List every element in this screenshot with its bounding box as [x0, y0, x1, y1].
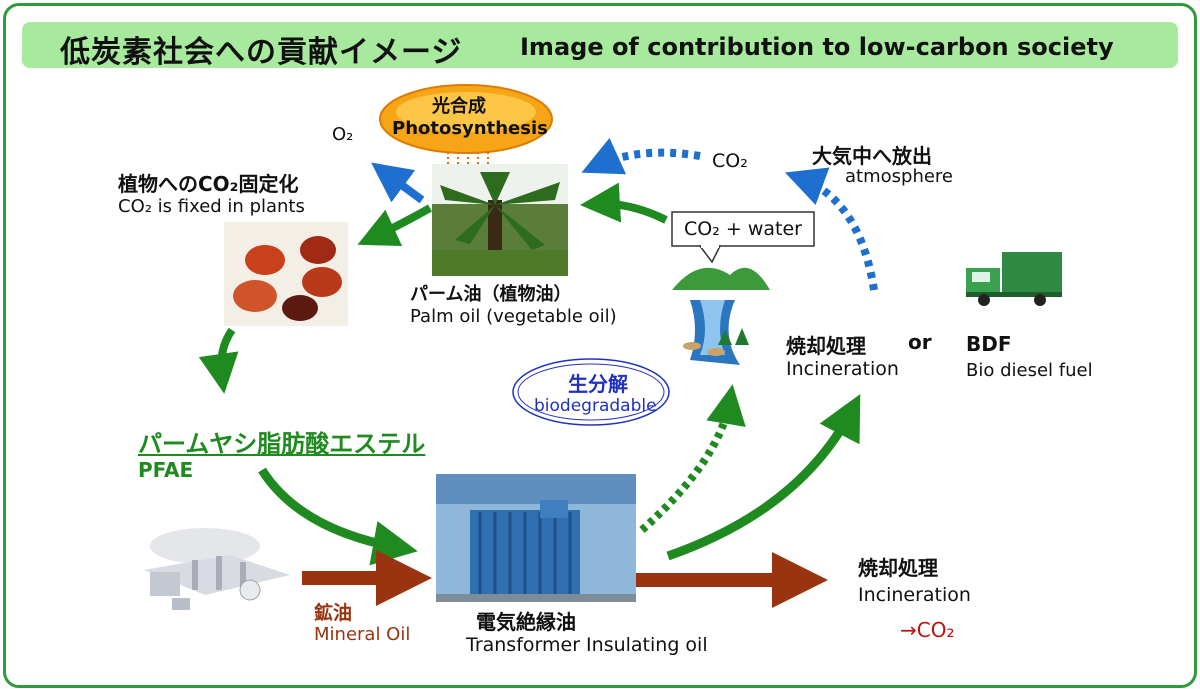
palm-tree-image — [432, 164, 568, 276]
incineration-right-en-label: Incineration — [786, 358, 899, 380]
photosynthesis-jp-label: 光合成 — [432, 96, 486, 117]
title-japanese: 低炭素社会への貢献イメージ — [60, 35, 463, 70]
atmosphere-en-label: atmosphere — [845, 166, 953, 187]
bdf-en-label: Bio diesel fuel — [966, 360, 1093, 381]
truck-image — [966, 252, 1062, 306]
photosynthesis-bubble — [379, 84, 553, 168]
co2-result-label: →CO₂ — [900, 618, 955, 642]
fruit-to-pfae-arrow — [198, 327, 239, 394]
photosynthesis-en-label: Photosynthesis — [392, 118, 548, 139]
factory-image — [144, 528, 290, 610]
diagram-frame — [3, 3, 1197, 688]
co2-water-callout — [671, 211, 815, 264]
pfae-to-transformer-arrow — [258, 467, 418, 566]
co2-water-label: CO₂ + water — [684, 218, 802, 240]
mineral-oil-en-label: Mineral Oil — [314, 624, 411, 645]
pfae-en-label: PFAE — [138, 458, 194, 482]
palm-fruit-image — [224, 222, 348, 326]
incineration-bottom-jp-label: 焼却処理 — [858, 556, 938, 580]
bdf-label: BDF — [966, 332, 1012, 356]
transformer-en-label: Transformer Insulating oil — [466, 634, 708, 656]
transformer-to-incineration-right-arrow — [666, 394, 861, 561]
co2-to-palm-arrow — [581, 137, 701, 175]
or-label: or — [908, 330, 932, 354]
pfae-jp-label: パームヤシ脂肪酸エステル — [138, 430, 426, 458]
atmosphere-release-arrow — [784, 167, 878, 291]
incineration-right-jp-label: 焼却処理 — [786, 334, 866, 358]
biodegradable-en-label: biodegradable — [534, 396, 657, 416]
incineration-bottom-en-label: Incineration — [858, 584, 971, 606]
o2-release-arrow — [371, 162, 425, 204]
title-bar — [22, 22, 1178, 68]
palm-to-fruit-arrow — [357, 204, 432, 247]
atmosphere-jp-label: 大気中へ放出 — [812, 144, 932, 168]
o2-label: O₂ — [332, 124, 354, 145]
biodegradation-arrow — [639, 384, 746, 533]
palm-oil-en-label: Palm oil (vegetable oil) — [410, 306, 617, 327]
transformer-image — [436, 474, 636, 602]
mineral-oil-jp-label: 鉱油 — [314, 602, 353, 624]
transformer-jp-label: 電気絶縁油 — [476, 610, 576, 634]
co2-atmosphere-label: CO₂ — [712, 150, 748, 172]
title-english: Image of contribution to low-carbon soci… — [520, 33, 1114, 61]
biodegradable-bubble — [512, 358, 670, 426]
biodegradable-jp-label: 生分解 — [568, 372, 628, 396]
fixation-jp-label: 植物へのCO₂固定化 — [118, 172, 299, 196]
fixation-en-label: CO₂ is fixed in plants — [118, 196, 305, 217]
palm-oil-jp-label: パーム油（植物油） — [410, 284, 572, 305]
river-landscape-image — [672, 267, 770, 365]
co2-water-to-palm-arrow — [580, 182, 668, 224]
